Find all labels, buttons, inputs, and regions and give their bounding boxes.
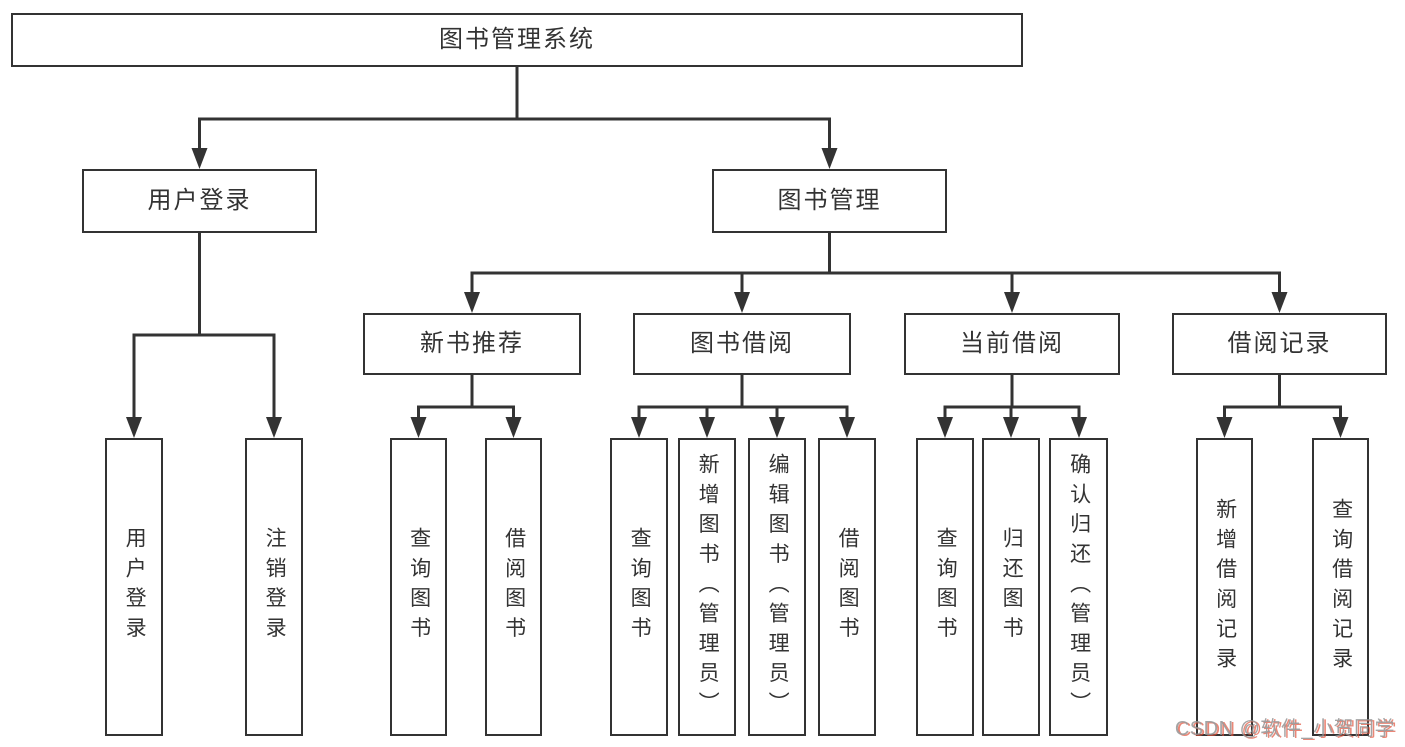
node-borrow-records-label: 借阅记录 <box>1227 330 1332 357</box>
arrowhead <box>821 148 838 169</box>
arrowhead <box>1003 417 1019 438</box>
node-book-management-label: 图书管理 <box>777 187 882 214</box>
arrowhead <box>839 417 855 438</box>
arrowhead <box>631 417 647 438</box>
leaf-add-borrow-record: 新增借阅记录 <box>1196 438 1253 736</box>
leaf-add-books-admin: 新增图书（管理员） <box>678 438 736 736</box>
leaf-add-borrow-record-label: 新增借阅记录 <box>1213 497 1237 677</box>
node-book-borrowing-label: 图书借阅 <box>690 330 794 357</box>
arrowhead <box>734 292 750 313</box>
leaf-logout: 注销登录 <box>245 438 303 736</box>
leaf-borrow-books-recommend: 借阅图书 <box>485 438 542 736</box>
node-library-system-label: 图书管理系统 <box>439 26 595 53</box>
connector-book-management-to-level3 <box>464 233 1288 313</box>
node-book-borrowing: 图书借阅 <box>633 313 851 375</box>
arrowhead <box>126 417 142 438</box>
leaf-borrow-books-borrowing-label: 借阅图书 <box>836 527 860 647</box>
arrowhead <box>937 417 953 438</box>
leaf-query-borrow-record: 查询借阅记录 <box>1312 438 1369 736</box>
leaf-borrow-books-borrowing: 借阅图书 <box>818 438 876 736</box>
connector-new-book-to-leaves <box>410 375 522 438</box>
leaf-query-books-current: 查询图书 <box>916 438 974 736</box>
leaf-query-books-borrowing: 查询图书 <box>610 438 668 736</box>
arrowhead <box>410 417 427 438</box>
leaf-confirm-return-admin: 确认归还（管理员） <box>1049 438 1108 736</box>
connector-borrow-records-to-leaves <box>1216 375 1349 438</box>
connector-user-login-to-leaves <box>126 233 282 438</box>
arrowhead <box>769 417 785 438</box>
node-new-book-recommendation-label: 新书推荐 <box>420 330 524 357</box>
arrowhead <box>505 417 522 438</box>
node-borrow-records: 借阅记录 <box>1172 313 1387 375</box>
arrowhead <box>1004 292 1020 313</box>
node-current-borrowing-label: 当前借阅 <box>960 330 1064 357</box>
leaf-user-login: 用户登录 <box>105 438 163 736</box>
node-book-management: 图书管理 <box>712 169 947 233</box>
leaf-query-books-borrowing-label: 查询图书 <box>628 527 652 647</box>
node-current-borrowing: 当前借阅 <box>904 313 1120 375</box>
arrowhead <box>266 417 282 438</box>
arrowhead <box>1216 417 1233 438</box>
leaf-borrow-books-recommend-label: 借阅图书 <box>502 527 526 647</box>
leaf-query-books-recommend: 查询图书 <box>390 438 447 736</box>
connector-current-borrowing-to-leaves <box>937 375 1087 438</box>
leaf-return-books: 归还图书 <box>982 438 1040 736</box>
csdn-watermark: CSDN @软件_小贺同学 <box>1174 718 1395 740</box>
arrowhead <box>1071 417 1087 438</box>
arrowhead <box>191 148 208 169</box>
leaf-add-books-admin-label: 新增图书（管理员） <box>696 452 720 722</box>
node-user-login: 用户登录 <box>82 169 317 233</box>
leaf-user-login-label: 用户登录 <box>123 527 147 647</box>
leaf-return-books-label: 归还图书 <box>1000 527 1024 647</box>
leaf-edit-books-admin: 编辑图书（管理员） <box>748 438 806 736</box>
leaf-query-borrow-record-label: 查询借阅记录 <box>1329 497 1353 677</box>
arrowhead <box>464 292 480 313</box>
leaf-confirm-return-admin-label: 确认归还（管理员） <box>1067 452 1091 722</box>
node-user-login-label: 用户登录 <box>147 187 252 214</box>
arrowhead <box>1271 292 1288 313</box>
connector-book-borrowing-to-leaves <box>631 375 855 438</box>
connector-root-to-level2 <box>191 67 838 169</box>
node-new-book-recommendation: 新书推荐 <box>363 313 581 375</box>
leaf-query-books-current-label: 查询图书 <box>934 527 958 647</box>
arrowhead <box>699 417 715 438</box>
leaf-query-books-recommend-label: 查询图书 <box>407 527 431 647</box>
leaf-edit-books-admin-label: 编辑图书（管理员） <box>766 452 790 722</box>
arrowhead <box>1332 417 1349 438</box>
node-library-system: 图书管理系统 <box>11 13 1023 67</box>
leaf-logout-label: 注销登录 <box>263 527 287 647</box>
